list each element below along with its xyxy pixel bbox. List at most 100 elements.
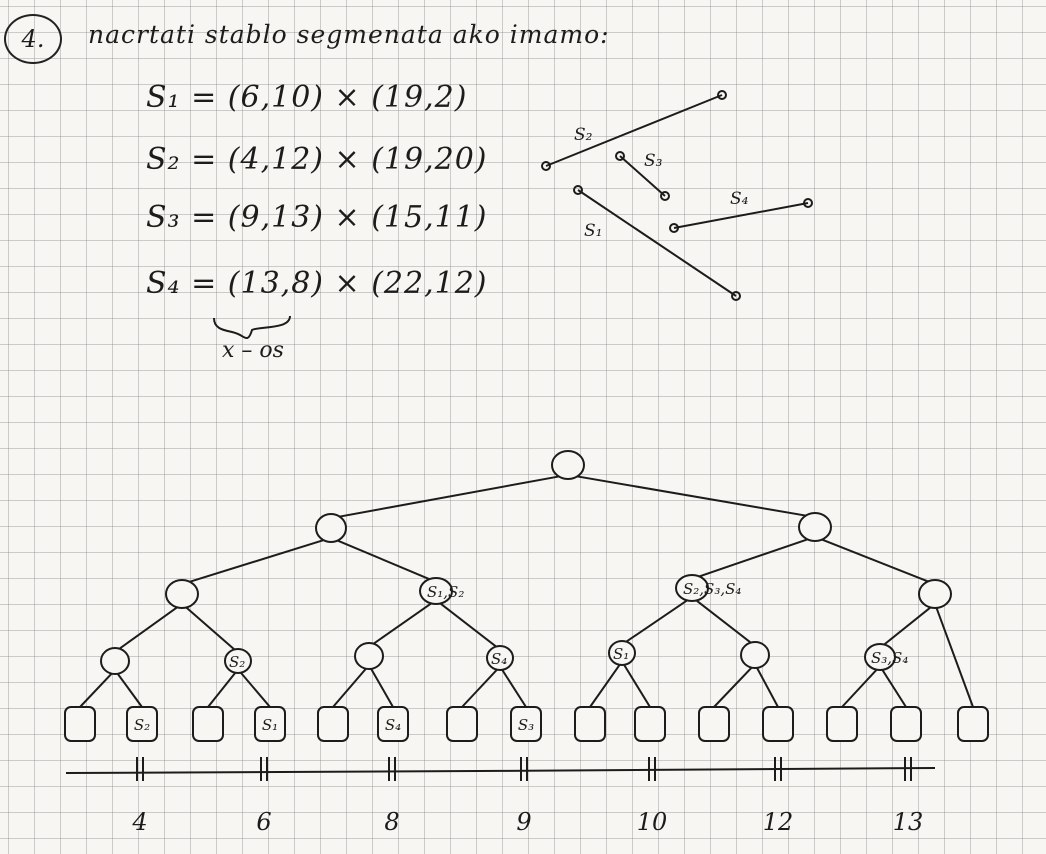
segment-s3-definition: S₃ = (9,13) × (15,11) xyxy=(146,200,488,235)
tree-edge xyxy=(713,663,756,708)
axis-tick-label: 10 xyxy=(637,808,668,836)
sketch-segment-s4 xyxy=(673,202,809,229)
tree-edge xyxy=(330,473,569,520)
sketch-point xyxy=(573,185,583,195)
tree-node-n10 xyxy=(486,645,514,671)
tree-edge xyxy=(691,535,816,580)
tree-node-n11 xyxy=(608,640,636,666)
tree-edge xyxy=(691,596,756,647)
leaf-label-7: S₃ xyxy=(518,716,534,734)
tree-edge xyxy=(332,664,370,708)
tree-leaf-7 xyxy=(510,706,542,742)
tree-leaf-6 xyxy=(446,706,478,742)
tree-edges xyxy=(79,473,974,708)
tree-leaf-5 xyxy=(377,706,409,742)
axis-tick-label: 12 xyxy=(763,808,794,836)
tree-edge xyxy=(499,665,527,708)
tree-node-n9 xyxy=(354,642,384,670)
segment-s2-definition: S₂ = (4,12) × (19,20) xyxy=(146,142,488,177)
tree-leaf-8 xyxy=(574,706,606,742)
sketch-label-s1: S₁ xyxy=(584,221,602,241)
axis-tick-label: 6 xyxy=(256,808,271,836)
tree-edge xyxy=(754,663,779,708)
tree-node-n6 xyxy=(165,579,199,609)
node-label-n3: S₁,S₂ xyxy=(427,583,464,601)
tree-node-n1 xyxy=(315,513,347,543)
tree-edge xyxy=(934,603,974,708)
sketch-point xyxy=(541,161,551,171)
axis-tick-label: 13 xyxy=(893,808,924,836)
tree-edge xyxy=(114,669,143,708)
node-label-n11: S₁ xyxy=(613,645,629,663)
tree-nodes xyxy=(64,450,989,742)
brace xyxy=(213,315,291,339)
sketch-point xyxy=(615,151,625,161)
axis-tick-label: 9 xyxy=(516,808,531,836)
sketch-point xyxy=(660,191,670,201)
tree-edge xyxy=(114,602,183,653)
tree-edge xyxy=(368,599,437,648)
segment-s1-definition: S₁ = (6,10) × (19,2) xyxy=(146,80,468,115)
tree-node-n0 xyxy=(551,450,585,480)
number-line xyxy=(65,767,936,774)
sketch-label-s2: S₂ xyxy=(574,125,593,145)
tree-node-n12 xyxy=(740,641,770,669)
node-label-n13: S₃,S₄ xyxy=(871,649,908,667)
tree-edge xyxy=(181,603,239,654)
problem-number: 4. xyxy=(4,14,62,64)
sketch-point xyxy=(669,223,679,233)
tree-node-n13 xyxy=(864,643,896,671)
problem-number-text: 4. xyxy=(21,25,45,53)
tree-leaf-4 xyxy=(317,706,349,742)
sketch-point xyxy=(717,90,727,100)
sketch-segment-s3 xyxy=(619,155,666,197)
tree-leaf-12 xyxy=(826,706,858,742)
sketch-point xyxy=(731,291,741,301)
tree-node-n8 xyxy=(224,648,252,674)
axis-tick-label: 8 xyxy=(384,808,399,836)
tree-edge xyxy=(207,668,239,708)
tree-edge xyxy=(461,665,501,708)
tree-leaf-9 xyxy=(634,706,666,742)
sketch-segment-s2 xyxy=(545,94,723,167)
tree-edge xyxy=(79,669,116,708)
sketch-label-s4: S₄ xyxy=(730,189,749,209)
tree-edge xyxy=(879,603,936,649)
tree-leaf-2 xyxy=(192,706,224,742)
leaf-label-5: S₄ xyxy=(385,716,401,734)
tree-edge xyxy=(368,664,394,708)
tree-edge xyxy=(621,596,693,646)
tree-node-n3 xyxy=(419,577,453,605)
tree-node-n4 xyxy=(675,574,709,602)
tree-leaf-14 xyxy=(957,706,989,742)
tree-leaf-10 xyxy=(698,706,730,742)
tree-edge xyxy=(814,535,936,586)
tree-leaf-1 xyxy=(126,706,158,742)
tree-edge xyxy=(567,473,816,519)
task-title: nacrtati stablo segmenata ako imamo: xyxy=(88,20,610,49)
tree-leaf-0 xyxy=(64,706,96,742)
node-label-n8: S₂ xyxy=(229,653,245,671)
tree-edge xyxy=(181,536,332,586)
tree-edge xyxy=(589,660,623,708)
x-axis-note: x – os xyxy=(222,338,284,363)
sketch-segment-s1 xyxy=(577,189,737,297)
tree-edge xyxy=(879,665,907,708)
tree-leaf-3 xyxy=(254,706,286,742)
tree-leaf-11 xyxy=(762,706,794,742)
tree-node-n2 xyxy=(798,512,832,542)
tree-node-n5 xyxy=(918,579,952,609)
tree-edge xyxy=(330,536,437,583)
tree-node-n7 xyxy=(100,647,130,675)
node-label-n10: S₄ xyxy=(491,650,507,668)
segment-s4-definition: S₄ = (13,8) × (22,12) xyxy=(146,266,488,301)
tree-edge xyxy=(841,665,881,708)
tree-leaf-13 xyxy=(890,706,922,742)
node-label-n4: S₂,S₃,S₄ xyxy=(683,580,741,598)
segment-sketch xyxy=(541,90,813,301)
tree-edge xyxy=(237,668,271,708)
tree-edge xyxy=(621,660,651,708)
